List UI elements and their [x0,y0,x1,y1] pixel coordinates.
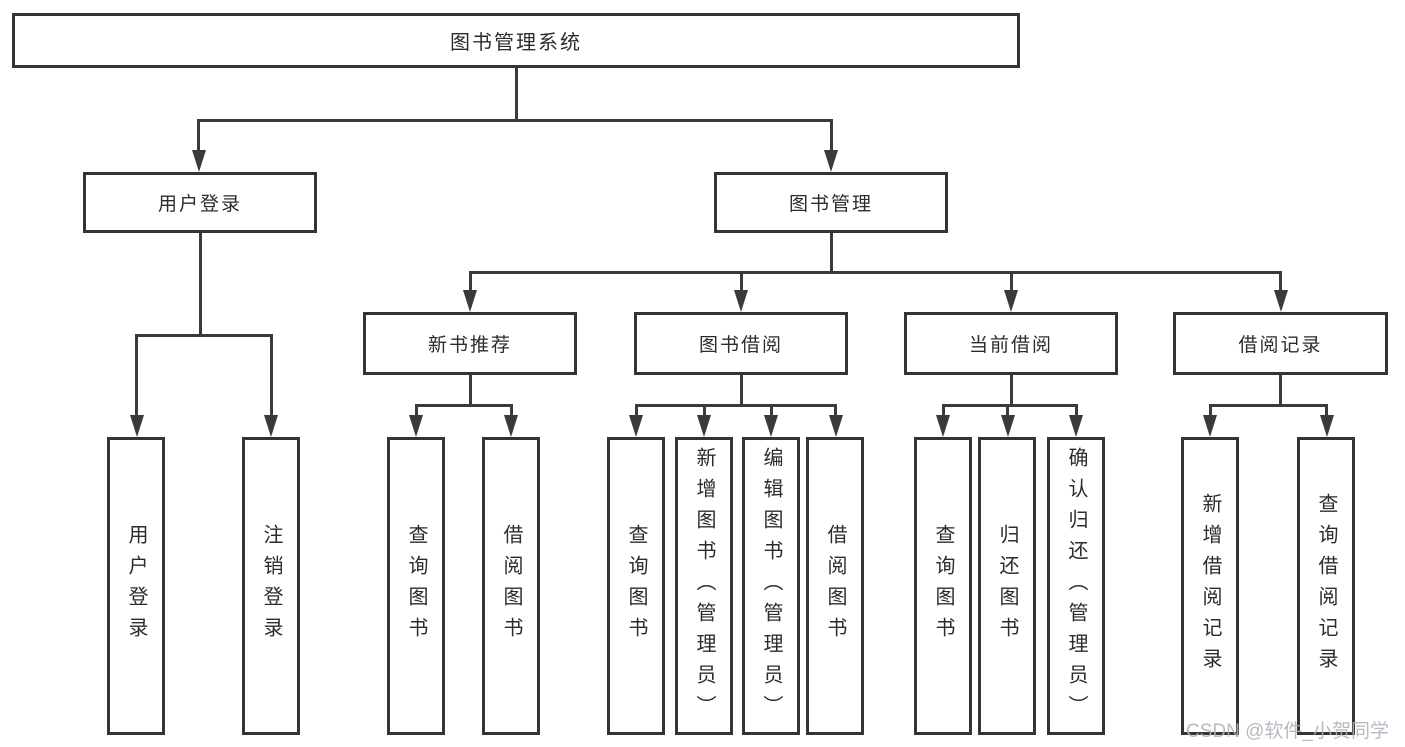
connector-stem [509,405,513,418]
connector-stem [135,335,138,418]
leaf-user-login: 用户登录 [107,437,165,735]
node-book-management: 图书管理 [714,172,948,233]
leaf-query-borrow-record: 查询借阅记录 [1297,437,1355,735]
arrowhead-down-icon [629,415,643,437]
leaf-add-borrow-record: 新增借阅记录 [1181,437,1239,735]
node-book-borrowing: 图书借阅 [634,312,848,375]
arrowhead-down-icon [1273,290,1288,312]
leaf-label: 查询图书 [932,524,954,648]
arrowhead-down-icon [1069,415,1083,437]
connector-rail [634,403,837,407]
arrowhead-down-icon [1004,290,1018,312]
leaf-confirm-return-admin: 确认归还（管理员） [1047,437,1105,735]
arrowhead-down-icon [191,150,206,172]
connector-rail [414,403,513,407]
leaf-label: 查询图书 [625,524,647,648]
node-root-library-management-system: 图书管理系统 [12,13,1020,68]
connector-stem [941,405,945,418]
connector-stem [197,120,200,153]
connector-rail [941,403,1078,407]
arrowhead-down-icon [734,290,748,312]
connector-trunk [1009,375,1013,407]
connector-trunk [739,375,743,407]
connector-stem [834,405,837,418]
connector-stem [1208,405,1212,418]
leaf-label: 编辑图书（管理员） [760,446,782,726]
connector-stem [1325,405,1328,418]
leaf-edit-book-admin: 编辑图书（管理员） [742,437,800,735]
connector-trunk [1279,375,1282,407]
connector-trunk [468,375,472,407]
connector-trunk [829,233,833,274]
leaf-return-book: 归还图书 [978,437,1036,735]
connector-stem [468,272,472,293]
arrowhead-down-icon [264,415,278,437]
connector-stem [739,272,743,293]
leaf-label: 新增借阅记录 [1199,493,1221,679]
connector-stem [829,120,833,153]
leaf-label: 注销登录 [260,524,282,648]
connector-stem [414,405,418,418]
leaf-borrow-book-recommend: 借阅图书 [482,437,540,735]
connector-trunk [198,233,202,337]
arrowhead-down-icon [129,415,144,437]
node-current-borrowing: 当前借阅 [904,312,1118,375]
connector-rail [135,333,273,337]
arrowhead-down-icon [463,290,477,312]
leaf-label: 确认归还（管理员） [1065,446,1087,726]
node-new-book-recommend: 新书推荐 [363,312,577,375]
node-label: 图书管理系统 [450,32,582,54]
node-user-login: 用户登录 [83,172,317,233]
node-label: 图书借阅 [698,335,783,356]
leaf-search-book-recommend: 查询图书 [387,437,445,735]
leaf-add-book-admin: 新增图书（管理员） [675,437,733,735]
arrowhead-down-icon [828,415,843,437]
leaf-label: 借阅图书 [500,524,522,648]
arrowhead-down-icon [1000,415,1015,437]
arrowhead-down-icon [409,415,423,437]
arrowhead-down-icon [764,415,778,437]
node-borrowing-records: 借阅记录 [1173,312,1388,375]
leaf-search-book-borrowing: 查询图书 [607,437,665,735]
connector-stem [269,335,273,418]
connector-stem [702,405,706,418]
arrowhead-down-icon [1203,415,1217,437]
leaf-label: 新增图书（管理员） [693,446,715,726]
connector-rail [1208,403,1328,407]
leaf-label: 查询图书 [405,524,427,648]
connector-stem [769,405,773,418]
arrowhead-down-icon [824,150,838,172]
leaf-search-book-current: 查询图书 [914,437,972,735]
connector-stem [634,405,638,418]
leaf-logout: 注销登录 [242,437,300,735]
leaf-label: 借阅图书 [824,524,846,648]
connector-stem [1009,272,1013,293]
arrowhead-down-icon [504,415,518,437]
connector-stem [1279,272,1282,293]
connector-stem [1006,405,1009,418]
node-label: 图书管理 [788,194,873,215]
arrowhead-down-icon [697,415,711,437]
connector-stem [1074,405,1078,418]
node-label: 用户登录 [157,194,242,215]
arrowhead-down-icon [936,415,950,437]
connector-rail [197,118,833,122]
node-label: 借阅记录 [1238,335,1323,356]
arrowhead-down-icon [1319,415,1334,437]
connector-trunk [514,68,518,122]
node-label: 新书推荐 [427,335,512,356]
connector-rail [468,270,1282,274]
node-label: 当前借阅 [968,335,1053,356]
leaf-label: 归还图书 [996,524,1018,648]
leaf-borrow-book: 借阅图书 [806,437,864,735]
csdn-watermark: CSDN @软件_小贺同学 [1186,721,1389,742]
leaf-label: 用户登录 [125,524,147,648]
leaf-label: 查询借阅记录 [1315,493,1337,679]
